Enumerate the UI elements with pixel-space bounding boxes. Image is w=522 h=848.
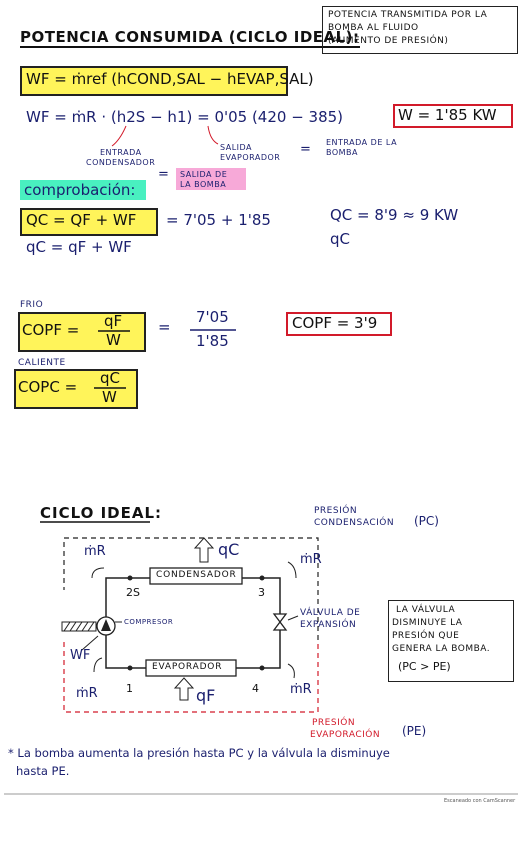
point-2s: 2S — [126, 586, 140, 599]
annot-salida-evap-2: EVAPORADOR — [220, 153, 281, 162]
footnote-line1: * La bomba aumenta la presión hasta PC y… — [8, 746, 390, 760]
qc-result: QC = 8'9 ≈ 9 KW — [330, 206, 459, 224]
condensador-label: CONDENSADOR — [156, 570, 237, 580]
cop-frio-result-box — [286, 312, 392, 336]
compresor-label: COMPRESOR — [124, 618, 174, 626]
qc-small: qC — [330, 230, 350, 248]
annot-entrada-bomba-2: BOMBA — [326, 148, 359, 157]
cop-caliente-num: qC — [100, 369, 120, 387]
presion-evap-pe: (PE) — [402, 724, 427, 738]
cop-caliente-box — [14, 369, 138, 409]
header-note-box — [322, 6, 518, 54]
footnote-line2: hasta PE. — [16, 764, 70, 778]
header-note-line3: (AUMENTO DE PRESIÓN) — [328, 36, 449, 46]
mr-bottom-right: ṁR — [290, 682, 312, 697]
cop-caliente-lhs: COPC = — [18, 378, 78, 396]
comprobacion-label: comprobación: — [24, 181, 136, 199]
presion-evap-2: EVAPORACIÓN — [310, 730, 381, 740]
frio-label: FRIO — [20, 300, 44, 310]
page-title: POTENCIA CONSUMIDA (CICLO IDEAL): — [20, 28, 360, 48]
point-4: 4 — [252, 682, 259, 695]
formula-wf: WF = ṁref (hCOND,SAL − hEVAP,SAL) — [26, 70, 314, 88]
annot-salida-bomba-1: SALIDA DE — [180, 170, 228, 179]
cop-frio-lhs: COPF = — [22, 321, 80, 339]
cop-frio-calc-den: 1'85 — [196, 332, 229, 350]
valve-note-box — [388, 600, 514, 682]
formula-wf-calc: WF = ṁR · (h2S − h1) = 0'05 (420 − 385) — [26, 108, 344, 126]
cop-frio-eq: = — [158, 318, 171, 336]
result-w-box — [393, 104, 513, 128]
annot-entrada-bomba-1: ENTRADA DE LA — [326, 138, 398, 147]
qc-eq-box — [20, 208, 158, 236]
cop-frio-den: W — [106, 331, 121, 349]
presion-cond-pc: (PC) — [414, 514, 439, 528]
wf-label: WF — [70, 648, 91, 663]
ciclo-title: CICLO IDEAL: — [40, 504, 163, 522]
presion-cond-1: PRESIÓN — [314, 506, 358, 516]
annot-eq2: = — [158, 167, 169, 182]
valve-note-line2: DISMINUYE LA — [392, 618, 463, 628]
caliente-label: CALIENTE — [18, 358, 66, 368]
annot-salida-bomba-2: LA BOMBA — [180, 180, 227, 189]
mr-top-right: ṁR — [300, 552, 322, 567]
valve-note-line1: LA VÁLVULA — [396, 605, 456, 615]
point-1: 1 — [126, 682, 133, 695]
valve-note-line4: GENERA LA BOMBA. — [392, 644, 491, 654]
valve-note-line5: (PC > PE) — [398, 660, 451, 673]
cop-frio-box — [18, 312, 146, 352]
comprobacion-highlight — [20, 180, 146, 200]
valve-note-line3: PRESIÓN QUE — [392, 631, 460, 641]
qc-calc: = 7'05 + 1'85 — [166, 211, 271, 229]
formula-wf-box — [20, 66, 288, 96]
header-note-line2: BOMBA AL FLUIDO — [328, 23, 419, 33]
salida-bomba-highlight — [176, 168, 246, 190]
evaporador-label: EVAPORADOR — [152, 662, 223, 672]
annot-entrada-cond-2: CONDENSADOR — [86, 158, 156, 167]
header-note-line1: POTENCIA TRANSMITIDA POR LA — [328, 10, 488, 20]
cop-caliente-den: W — [102, 388, 117, 406]
annot-salida-evap-1: SALIDA — [220, 143, 253, 152]
annot-eq1: = — [300, 142, 311, 157]
valvula-label-1: VÁLVULA DE — [300, 608, 361, 618]
mr-bottom-left: ṁR — [76, 686, 98, 701]
point-3: 3 — [258, 586, 265, 599]
cop-frio-result: COPF = 3'9 — [292, 314, 378, 332]
mr-top-left: ṁR — [84, 544, 106, 559]
heat-qc-label: qC — [218, 540, 240, 559]
heat-qf-label: qF — [196, 686, 216, 705]
result-w: W = 1'85 KW — [398, 106, 497, 124]
annot-entrada-cond-1: ENTRADA — [100, 148, 142, 157]
cop-frio-calc-num: 7'05 — [196, 308, 229, 326]
valvula-label-2: EXPANSIÓN — [300, 620, 357, 630]
presion-evap-1: PRESIÓN — [312, 718, 356, 728]
qc-lower-eq: qC = qF + WF — [26, 238, 132, 256]
footer-watermark: Escaneado con CamScanner — [444, 798, 516, 804]
cop-frio-num: qF — [104, 312, 123, 330]
qc-eq: QC = QF + WF — [26, 211, 137, 229]
presion-cond-2: CONDENSACIÓN — [314, 518, 395, 528]
